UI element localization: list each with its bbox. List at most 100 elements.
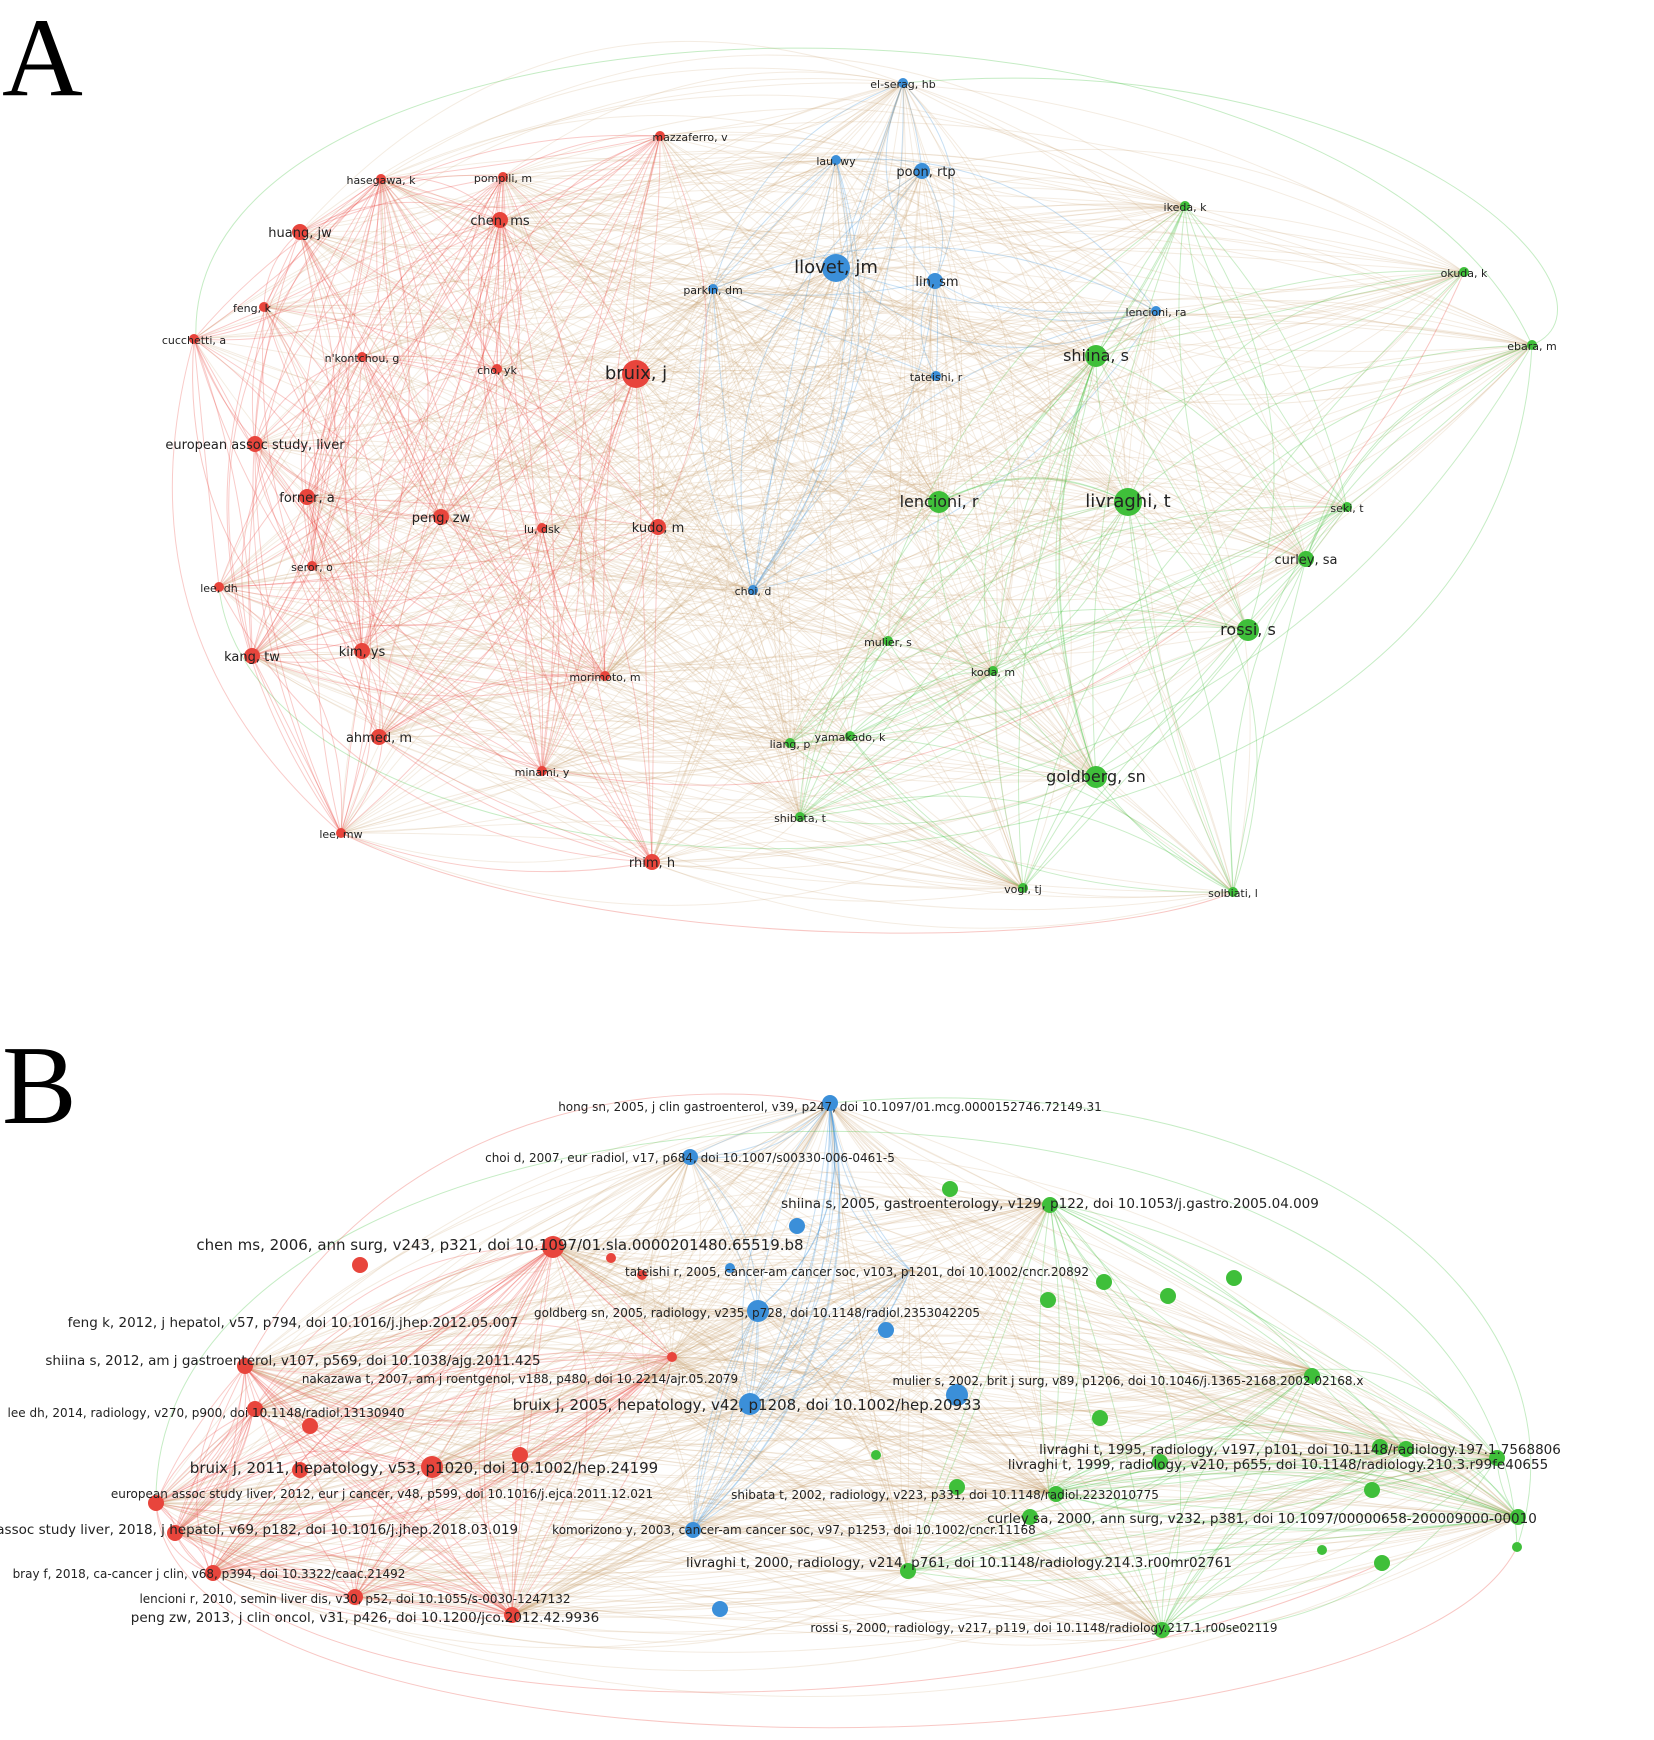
- edge: [692, 1348, 1313, 1530]
- edge: [502, 176, 1186, 207]
- edge: [902, 77, 1558, 346]
- edge: [361, 356, 659, 528]
- edge: [502, 176, 1249, 631]
- edge: [1048, 1369, 1313, 1493]
- edge: [552, 1246, 758, 1313]
- edge: [354, 1448, 1407, 1598]
- edge: [749, 1269, 911, 1405]
- edge: [689, 1104, 831, 1158]
- edge: [311, 271, 1465, 567]
- edge: [340, 650, 384, 834]
- edge: [311, 219, 501, 567]
- edge: [431, 1403, 751, 1468]
- edge: [835, 267, 994, 672]
- edge: [252, 1322, 673, 1412]
- edge: [604, 501, 940, 677]
- edge: [511, 1455, 1519, 1616]
- node-lencioni-r: [928, 491, 950, 513]
- edge: [541, 375, 937, 529]
- edge: [251, 655, 994, 723]
- edge: [692, 1202, 1051, 1530]
- edge: [835, 159, 940, 503]
- edge: [552, 1246, 1163, 1631]
- edge: [909, 1202, 1051, 1271]
- edge: [752, 501, 940, 591]
- edge: [354, 1309, 758, 1598]
- edge: [244, 1344, 1163, 1631]
- edge: [692, 1491, 1050, 1530]
- edge: [306, 135, 661, 498]
- edge: [155, 1502, 1518, 1729]
- edge: [657, 526, 1307, 629]
- edge: [603, 135, 661, 677]
- edge: [907, 1269, 924, 1572]
- edge: [248, 178, 382, 657]
- edge: [263, 174, 504, 308]
- edge: [671, 1356, 1163, 1631]
- edge: [921, 170, 944, 282]
- edge: [378, 205, 1186, 738]
- node-dot: [900, 1563, 916, 1579]
- edge: [496, 368, 1024, 889]
- edge: [431, 1454, 1163, 1631]
- node-label: el-serag, hb: [870, 78, 936, 91]
- edge: [499, 219, 1234, 893]
- edge: [251, 310, 1157, 657]
- node-label: lee dh, 2014, radiology, v270, p900, doi…: [8, 1406, 405, 1420]
- edge: [541, 756, 1024, 889]
- node-label: shiina s, 2012, am j gastroenterol, v107…: [45, 1353, 540, 1369]
- node-dot: [1398, 1441, 1414, 1457]
- edge: [689, 1156, 758, 1311]
- edge: [174, 1403, 751, 1534]
- edge: [244, 1309, 758, 1371]
- edge: [174, 1351, 673, 1534]
- edge: [431, 1466, 1163, 1631]
- edge: [644, 1104, 831, 1380]
- node-label: bruix, j: [605, 363, 667, 384]
- edge: [1311, 1368, 1498, 1459]
- edge: [440, 373, 637, 518]
- edge: [692, 1202, 1051, 1530]
- edge: [209, 1246, 554, 1574]
- edge: [299, 67, 904, 233]
- edge: [604, 271, 1465, 677]
- edge: [306, 496, 754, 591]
- node-label: ahmed, m: [346, 731, 412, 746]
- edge: [1049, 1202, 1163, 1631]
- edge: [635, 338, 1097, 375]
- edge: [552, 1246, 1050, 1493]
- edge: [657, 480, 940, 528]
- edge: [1048, 1369, 1313, 1493]
- edge: [299, 231, 543, 772]
- edge: [251, 655, 1097, 778]
- edge: [174, 1369, 1313, 1586]
- edge: [496, 308, 1348, 508]
- edge: [644, 1318, 1407, 1450]
- edge: [244, 1358, 1519, 1518]
- node-dot: [1226, 1270, 1242, 1286]
- edge: [378, 736, 1234, 893]
- edge: [1048, 1462, 1519, 1518]
- edge: [902, 82, 923, 172]
- edge: [155, 1502, 1163, 1631]
- edge: [496, 267, 837, 370]
- edge: [712, 288, 801, 818]
- edge: [749, 1360, 1498, 1459]
- edge: [692, 1457, 1498, 1617]
- edge: [1184, 205, 1275, 631]
- edge: [361, 356, 543, 772]
- edge: [495, 368, 653, 863]
- edge: [440, 288, 714, 518]
- edge: [756, 1202, 1051, 1316]
- edge: [992, 670, 1234, 893]
- edge: [193, 338, 381, 738]
- node-label: seror, o: [291, 561, 333, 574]
- edge: [752, 170, 923, 591]
- edge: [155, 1378, 646, 1504]
- edge: [644, 1335, 1407, 1450]
- edge: [502, 108, 1186, 207]
- edge: [511, 1528, 694, 1616]
- edge: [155, 1502, 694, 1530]
- edge: [651, 776, 1097, 863]
- edge: [1127, 344, 1533, 503]
